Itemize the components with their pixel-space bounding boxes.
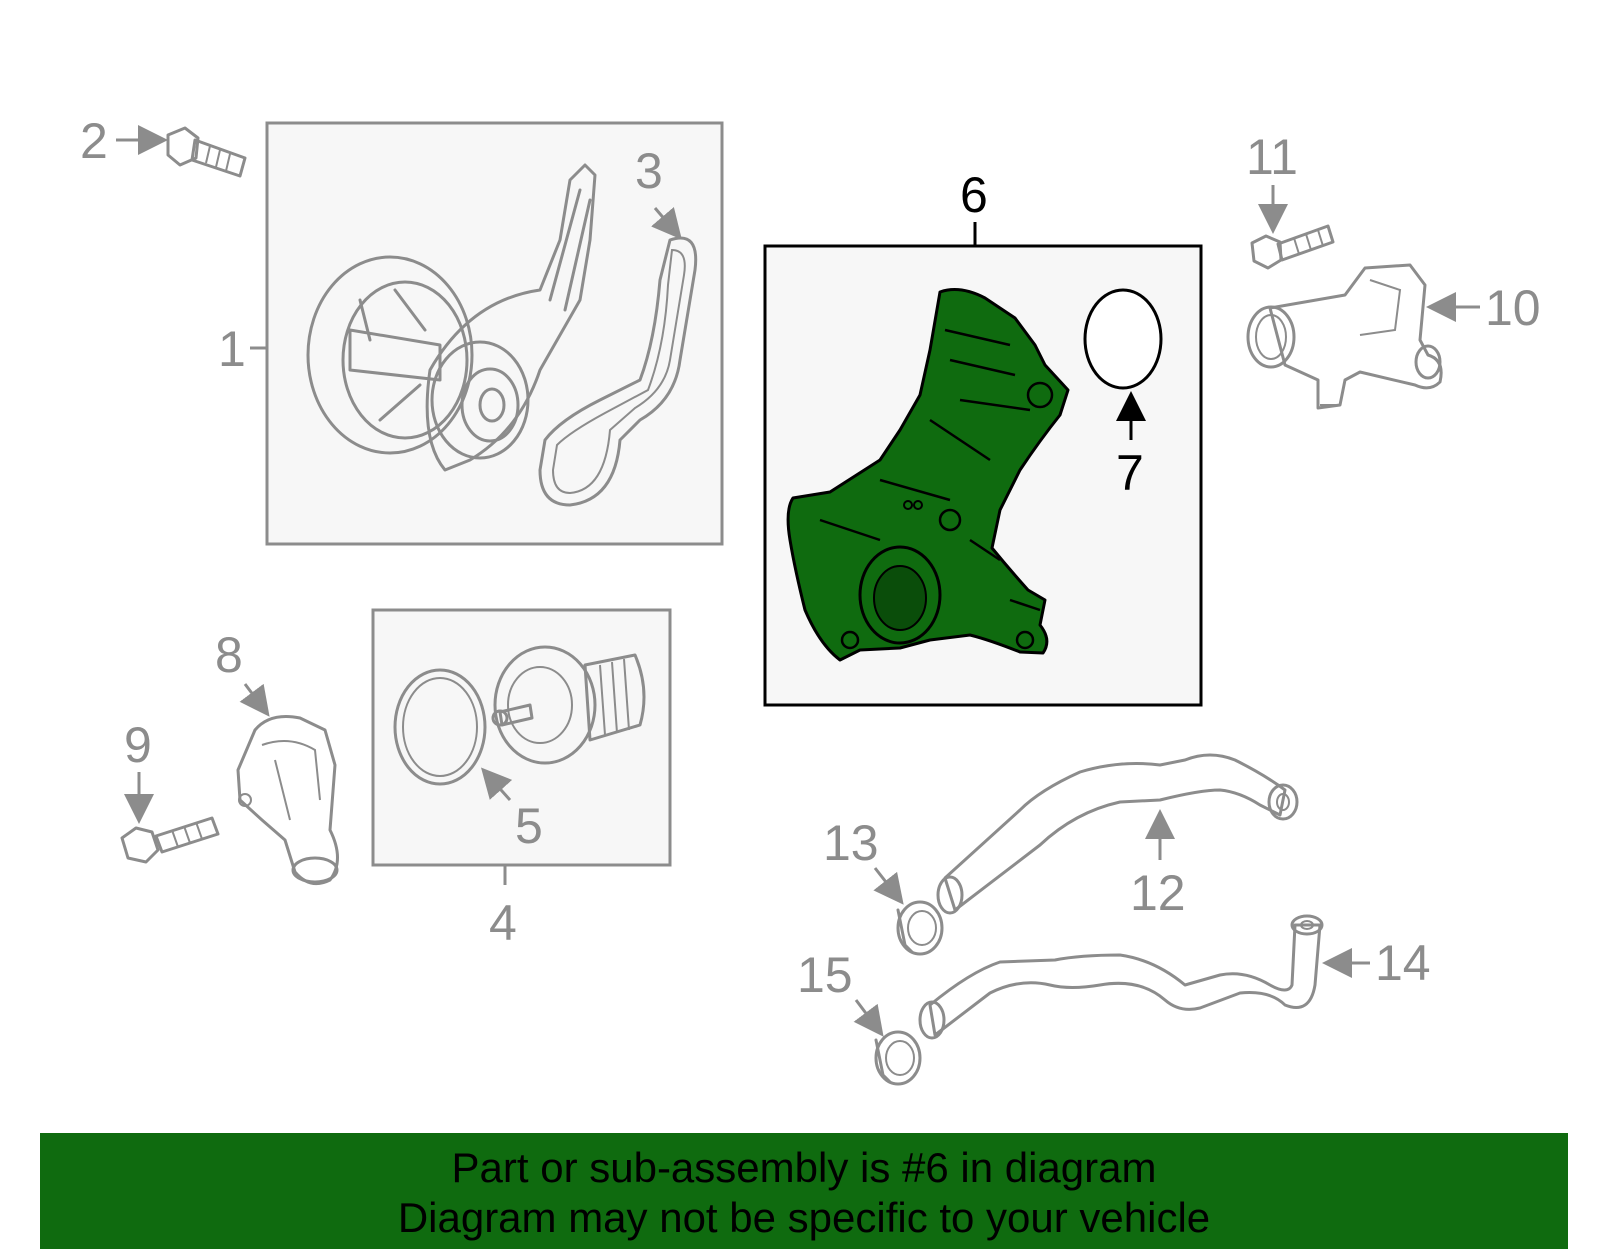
leader-5 bbox=[481, 767, 513, 801]
callout-7: 7 bbox=[1116, 445, 1144, 501]
callout-2: 2 bbox=[80, 113, 108, 169]
callout-6: 6 bbox=[960, 167, 988, 223]
assembly-box-1 bbox=[265, 121, 724, 546]
leader-15 bbox=[853, 999, 884, 1037]
callout-12: 12 bbox=[1130, 865, 1186, 921]
water-outlet-10-illustration bbox=[1246, 263, 1443, 410]
callout-15: 15 bbox=[797, 947, 853, 1003]
o-ring-5-illustration bbox=[393, 668, 487, 786]
disclaimer-banner: Part or sub-assembly is #6 in diagram Di… bbox=[40, 1133, 1568, 1249]
callout-8: 8 bbox=[215, 627, 243, 683]
o-ring-7-illustration bbox=[1083, 288, 1163, 390]
gasket-3-illustration bbox=[538, 236, 698, 507]
clamp-13-illustration bbox=[896, 900, 944, 956]
callout-4: 4 bbox=[489, 895, 517, 951]
leader-13 bbox=[873, 867, 904, 905]
callout-14: 14 bbox=[1375, 935, 1431, 991]
callout-9: 9 bbox=[124, 717, 152, 773]
bolt-2-illustration bbox=[166, 126, 247, 178]
thermostat-housing-8-illustration bbox=[236, 715, 339, 886]
banner-line-2: Diagram may not be specific to your vehi… bbox=[397, 1194, 1211, 1241]
thermostat-illustration bbox=[491, 645, 646, 765]
hose-14-illustration bbox=[918, 914, 1324, 1040]
leader-3 bbox=[651, 207, 682, 240]
callout-5: 5 bbox=[515, 798, 543, 854]
banner-line-1: Part or sub-assembly is #6 in diagram bbox=[451, 1144, 1157, 1191]
callout-10: 10 bbox=[1485, 280, 1541, 336]
water-passage-6-highlighted bbox=[786, 288, 1070, 662]
water-pump-illustration bbox=[306, 163, 597, 472]
callout-1: 1 bbox=[218, 321, 246, 377]
leader-8 bbox=[239, 683, 270, 717]
clamp-15-illustration bbox=[874, 1030, 922, 1086]
callout-3: 3 bbox=[635, 143, 663, 199]
hose-12-illustration bbox=[936, 753, 1299, 915]
callout-13: 13 bbox=[823, 815, 879, 871]
bolt-11-illustration bbox=[1250, 224, 1335, 270]
bolt-9-illustration bbox=[120, 816, 220, 864]
callout-11: 11 bbox=[1246, 129, 1298, 185]
